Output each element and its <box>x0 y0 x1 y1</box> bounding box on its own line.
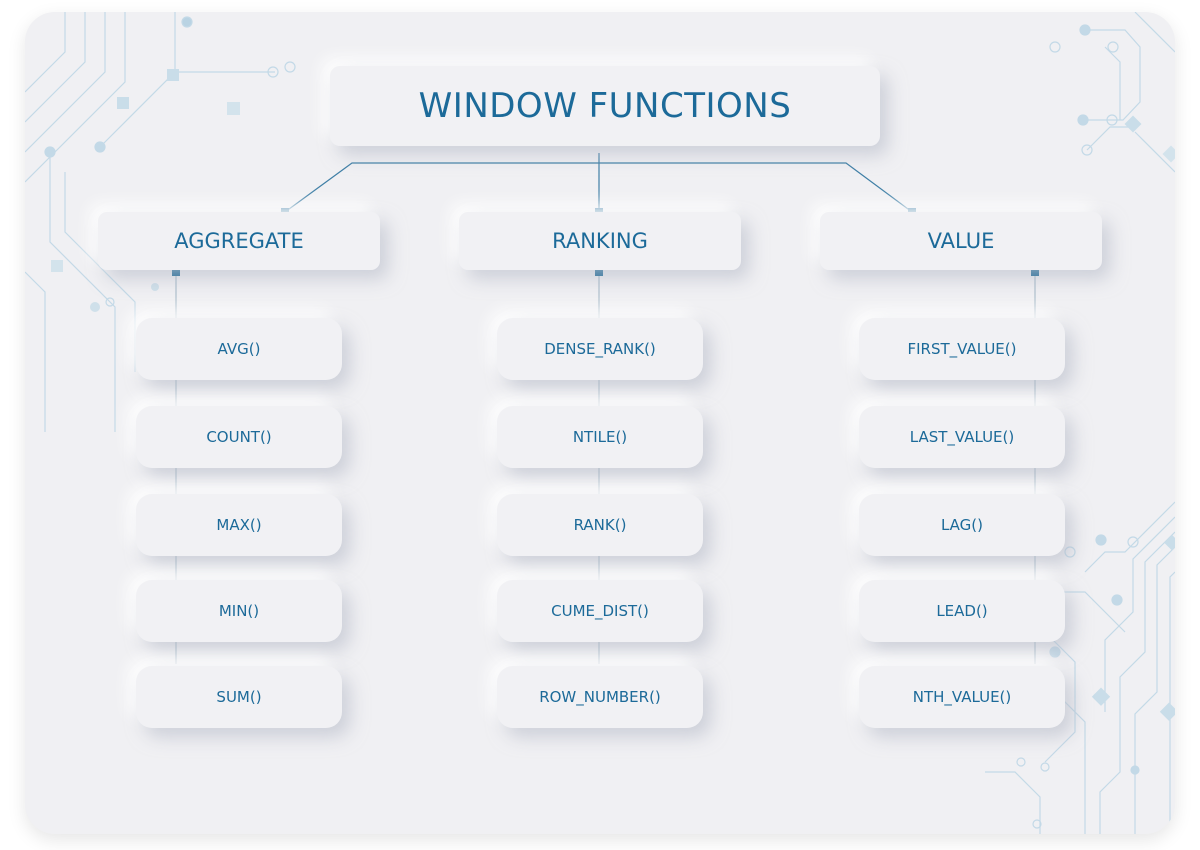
function-label: LEAD() <box>936 602 988 620</box>
function-label: COUNT() <box>206 428 272 446</box>
root-title-box: WINDOW FUNCTIONS <box>330 66 880 146</box>
function-box-ntile: NTILE() <box>497 406 703 468</box>
function-label: LAST_VALUE() <box>909 428 1015 446</box>
function-box-first-value: FIRST_VALUE() <box>859 318 1065 380</box>
function-label: NTH_VALUE() <box>912 688 1012 706</box>
function-box-max: MAX() <box>136 494 342 556</box>
function-label: LAG() <box>940 516 984 534</box>
connector-node <box>595 268 603 276</box>
function-box-count: COUNT() <box>136 406 342 468</box>
function-box-cume-dist: CUME_DIST() <box>497 580 703 642</box>
function-label: ROW_NUMBER() <box>539 688 661 706</box>
function-box-sum: SUM() <box>136 666 342 728</box>
function-box-row-number: ROW_NUMBER() <box>497 666 703 728</box>
category-ranking-box: RANKING <box>459 212 741 270</box>
connector-node <box>1031 268 1039 276</box>
function-box-dense-rank: DENSE_RANK() <box>497 318 703 380</box>
function-box-lag: LAG() <box>859 494 1065 556</box>
function-box-last-value: LAST_VALUE() <box>859 406 1065 468</box>
function-label: MAX() <box>216 516 262 534</box>
function-box-nth-value: NTH_VALUE() <box>859 666 1065 728</box>
category-value-box: VALUE <box>820 212 1102 270</box>
function-box-lead: LEAD() <box>859 580 1065 642</box>
function-label: RANK() <box>573 516 627 534</box>
category-label-aggregate: AGGREGATE <box>174 229 304 253</box>
category-aggregate-box: AGGREGATE <box>98 212 380 270</box>
title-to-side-categories-line <box>284 162 913 213</box>
category-label-value: VALUE <box>927 229 995 253</box>
function-box-avg: AVG() <box>136 318 342 380</box>
connector-node <box>172 268 180 276</box>
diagram-title: WINDOW FUNCTIONS <box>418 86 792 126</box>
function-label: SUM() <box>216 688 262 706</box>
function-box-min: MIN() <box>136 580 342 642</box>
category-label-ranking: RANKING <box>552 229 648 253</box>
function-label: AVG() <box>217 340 261 358</box>
function-label: NTILE() <box>572 428 628 446</box>
function-box-rank: RANK() <box>497 494 703 556</box>
function-label: DENSE_RANK() <box>544 340 656 358</box>
function-label: MIN() <box>218 602 260 620</box>
function-label: FIRST_VALUE() <box>907 340 1017 358</box>
function-label: CUME_DIST() <box>551 602 649 620</box>
